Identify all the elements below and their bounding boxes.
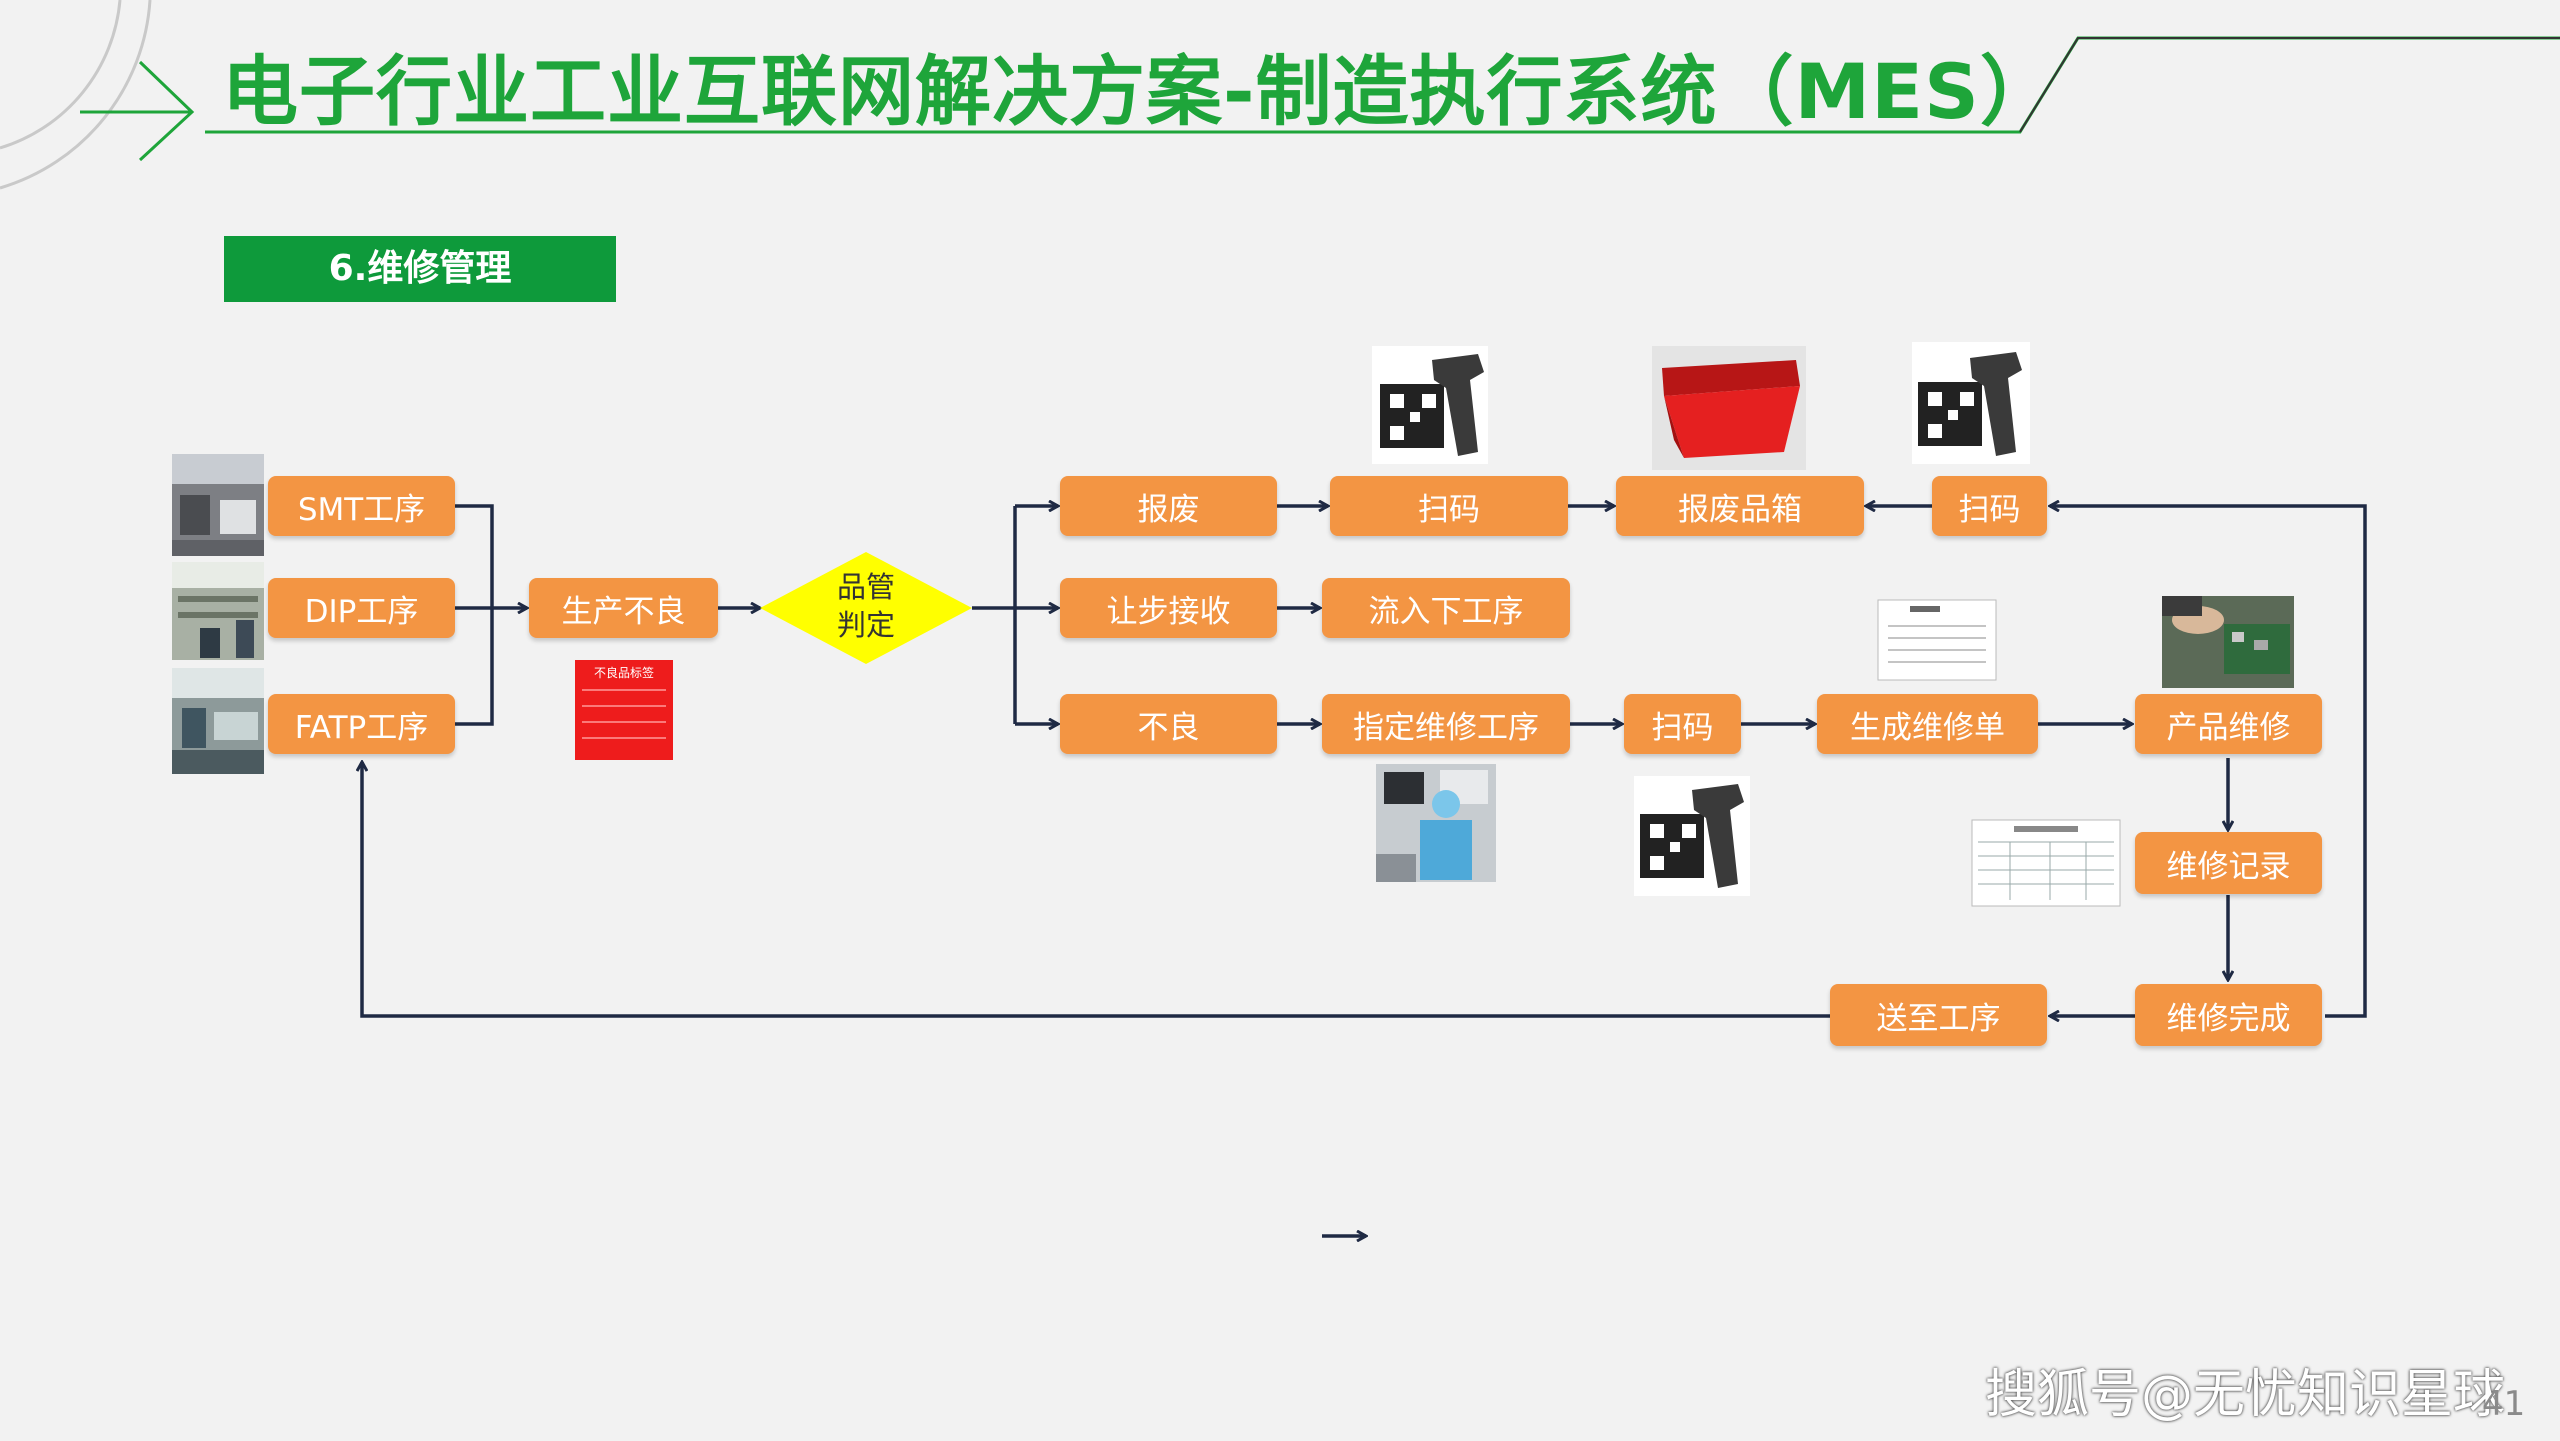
product-repair-photo: [2162, 596, 2294, 688]
connector-send-to-fatp: [362, 762, 1830, 1018]
scan-box-1: 扫码: [1330, 476, 1568, 536]
smt-process-box: SMT工序: [268, 476, 455, 536]
section-label: 6.维修管理: [224, 236, 616, 302]
next-process-box: 流入下工序: [1322, 578, 1570, 638]
page-title: 电子行业工业互联网解决方案-制造执行系统（MES）: [222, 47, 2057, 136]
defect-tag-title: 不良品标签: [593, 666, 654, 680]
qc-decision-line1: 品管: [836, 570, 895, 604]
repair-done-box: 维修完成: [2135, 984, 2322, 1046]
page-number: 41: [2482, 1384, 2526, 1424]
defective-box: 不良: [1060, 694, 1277, 754]
concession-box: 让步接收: [1060, 578, 1277, 638]
create-repair-order-box: 生成维修单: [1817, 694, 2038, 754]
scrap-box: 报废: [1060, 476, 1277, 536]
repair-station-photo: [1376, 764, 1496, 882]
dip-process-box: DIP工序: [268, 578, 455, 638]
barcode-scanner-icon-2: [1912, 342, 2030, 464]
title-underline-dark: [2019, 37, 2560, 133]
fatp-line-photo: [172, 668, 264, 774]
smt-factory-photo: [172, 454, 264, 556]
connector-return-to-scan2: [2050, 506, 2367, 1018]
scrap-bin-photo: [1652, 346, 1806, 470]
scan-box-2: 扫码: [1932, 476, 2047, 536]
send-to-process-box: 送至工序: [1830, 984, 2047, 1046]
scan-box-3: 扫码: [1624, 694, 1741, 754]
connector-smt: [455, 504, 494, 726]
qc-decision-diamond: [760, 552, 972, 664]
qc-decision-label: 品管 判定: [816, 568, 916, 644]
watermark: 搜狐号@无忧知识星球: [1985, 1365, 2506, 1425]
corner-arc-decoration: [0, 0, 152, 190]
repair-record-sheet-image: [1971, 819, 2121, 907]
repair-record-box: 维修记录: [2135, 832, 2322, 894]
assign-repair-box: 指定维修工序: [1322, 694, 1570, 754]
scrap-bin-box: 报废品箱: [1616, 476, 1864, 536]
fatp-process-box: FATP工序: [268, 694, 455, 754]
defect-label-tag: [575, 660, 673, 760]
qc-decision-line2: 判定: [836, 608, 895, 642]
title-chevron-icon: [80, 60, 195, 162]
barcode-scanner-icon-1: [1372, 346, 1488, 464]
defect-box: 生产不良: [529, 578, 718, 638]
dip-line-photo: [172, 562, 264, 660]
product-repair-box: 产品维修: [2135, 694, 2322, 754]
repair-order-form-image: [1877, 599, 1997, 681]
barcode-scanner-icon-3: [1634, 776, 1750, 896]
